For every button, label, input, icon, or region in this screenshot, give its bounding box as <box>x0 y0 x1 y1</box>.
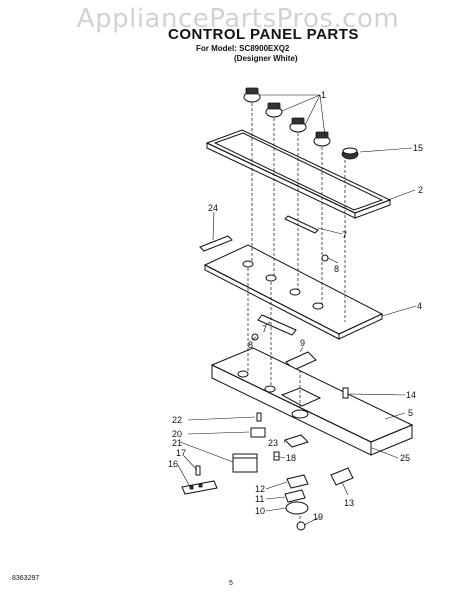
label-23 <box>284 434 309 448</box>
knob-4 <box>313 131 331 147</box>
callout-20: 20 <box>172 429 182 439</box>
callout-1: 1 <box>321 90 326 100</box>
callout-10: 10 <box>255 506 265 516</box>
spacer-strip-24 <box>199 235 233 252</box>
lamp-8-lower <box>251 333 259 341</box>
screw-22 <box>256 412 262 422</box>
callout-21: 21 <box>172 438 182 448</box>
callout-8b: 8 <box>248 340 253 350</box>
callout-19: 19 <box>313 512 323 522</box>
callout-24: 24 <box>208 203 218 213</box>
relay-21 <box>232 453 258 473</box>
page-title: CONTROL PANEL PARTS <box>168 26 359 43</box>
color-line: (Designer White) <box>234 54 298 63</box>
callout-7b: 7 <box>262 324 267 334</box>
knob-2 <box>265 102 283 118</box>
bracket-13 <box>330 467 354 486</box>
callout-23: 23 <box>268 438 278 448</box>
document-number: 8363297 <box>12 575 40 582</box>
screw-14 <box>342 387 349 399</box>
callout-15: 15 <box>413 143 423 153</box>
callout-4: 4 <box>417 301 422 311</box>
control-panel-4 <box>203 244 384 340</box>
knob-1 <box>243 87 261 103</box>
bezel-frame <box>205 129 392 219</box>
bracket-12 <box>286 474 309 489</box>
strip-7-upper <box>284 215 319 234</box>
lamp-8-upper <box>321 254 329 262</box>
connector-16 <box>181 480 218 495</box>
nut-19 <box>296 521 306 531</box>
knob-3 <box>289 117 307 133</box>
chassis-5 <box>210 347 414 456</box>
callout-labels: 1 15 2 24 7 8 4 8 7 9 14 22 5 20 23 21 1… <box>168 90 423 522</box>
callout-14: 14 <box>406 390 416 400</box>
callout-18: 18 <box>286 453 296 463</box>
strip-7-lower <box>257 314 297 336</box>
callout-8: 8 <box>334 264 339 274</box>
push-button-15 <box>341 147 359 160</box>
callout-16: 16 <box>168 459 178 469</box>
screw-17 <box>195 465 201 476</box>
callout-9: 9 <box>300 338 305 348</box>
callout-17: 17 <box>176 448 186 458</box>
callout-22: 22 <box>172 415 182 425</box>
thermostat-11 <box>284 489 306 503</box>
callout-13: 13 <box>344 498 354 508</box>
callout-11: 11 <box>255 494 264 504</box>
leader-lines <box>177 94 417 526</box>
callout-12: 12 <box>255 484 265 494</box>
callout-25: 25 <box>400 453 410 463</box>
model-line: For Model: SC8900EXQ2 <box>196 44 290 53</box>
page-number: 5 <box>229 580 233 587</box>
clip-20 <box>250 427 266 438</box>
callout-7: 7 <box>342 230 347 240</box>
watermark: AppliancePartsPros.com <box>76 4 400 34</box>
knob-set <box>243 87 331 147</box>
callout-2: 2 <box>418 185 423 195</box>
alignment-lines <box>247 103 346 522</box>
disc-10 <box>285 501 309 515</box>
callout-5: 5 <box>408 408 413 418</box>
